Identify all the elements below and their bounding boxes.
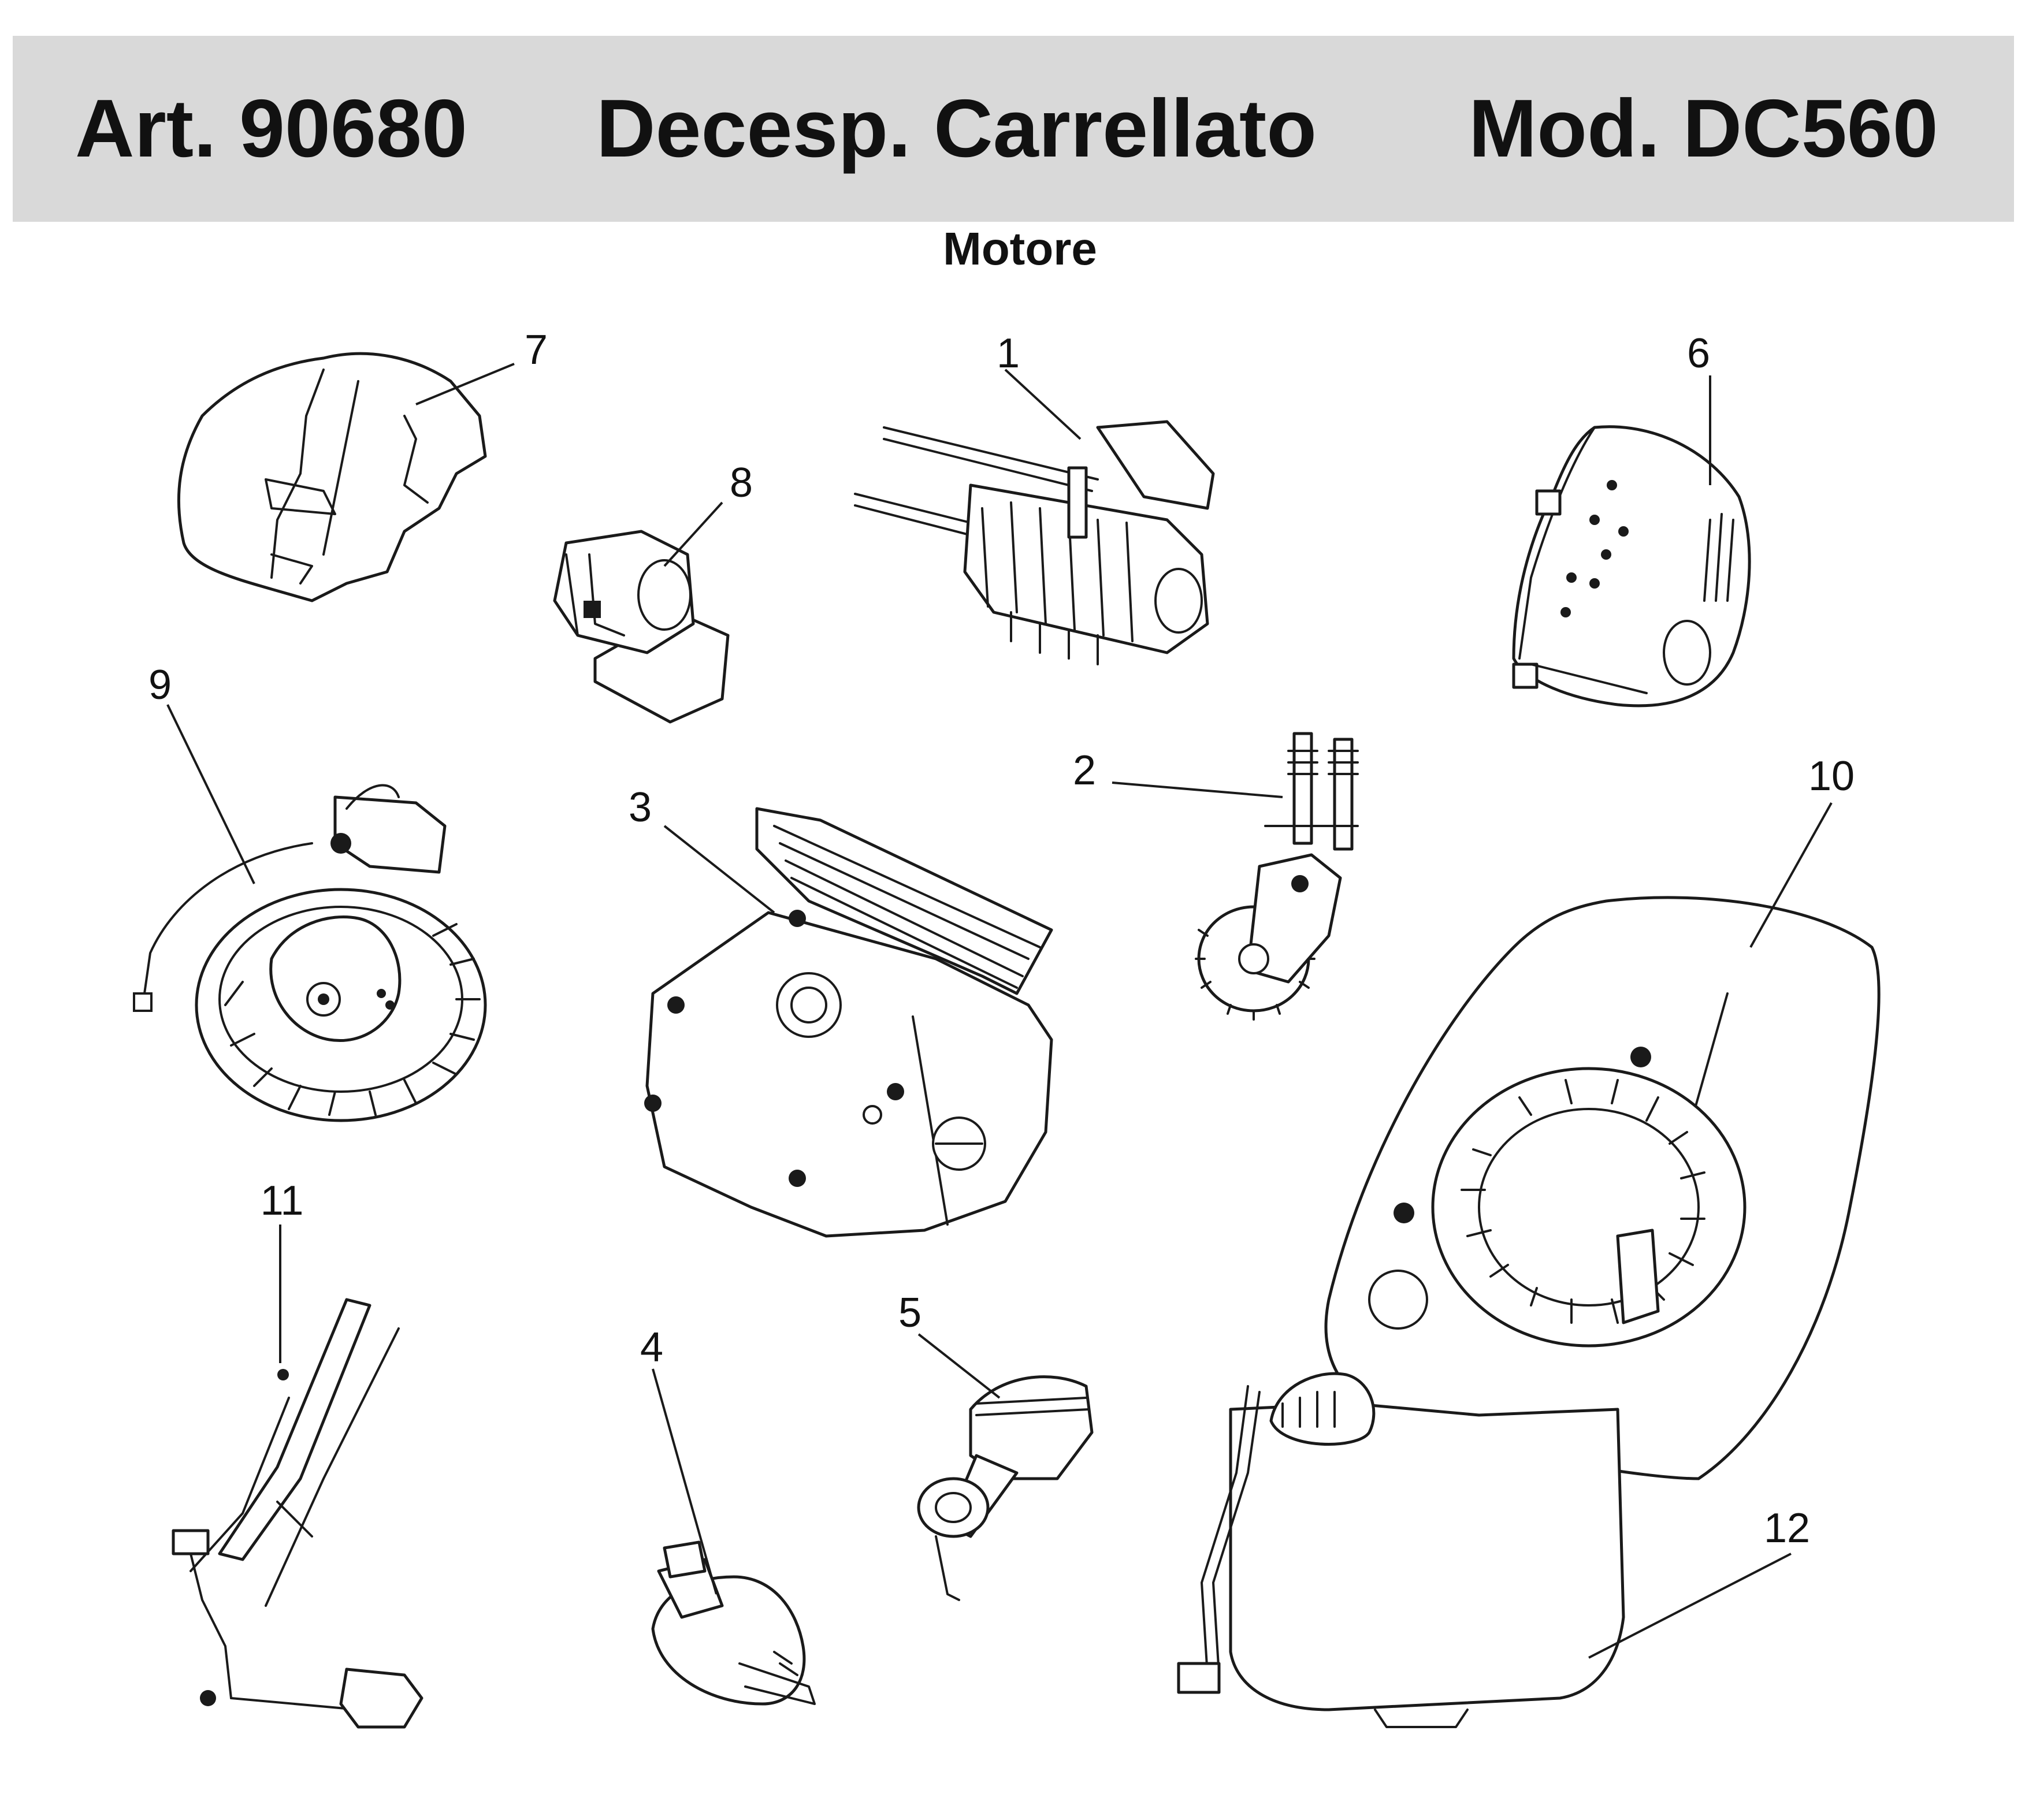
part-number-1: 1 xyxy=(997,330,1020,377)
part-number-4: 4 xyxy=(640,1324,663,1371)
part-number-6: 6 xyxy=(1687,330,1710,377)
part-number-5: 5 xyxy=(898,1290,921,1336)
recoil-starter-cover-icon xyxy=(1324,896,1881,1480)
crankshaft-icon xyxy=(651,1540,816,1706)
leader-lines xyxy=(166,363,1833,1659)
carburetor-icon xyxy=(553,530,730,724)
camshaft-valve-train-icon xyxy=(1195,732,1359,1021)
part-number-12: 12 xyxy=(1764,1505,1810,1551)
part-number-9: 9 xyxy=(148,662,172,708)
muffler-icon xyxy=(1512,425,1751,708)
flywheel-ignition-icon xyxy=(133,784,487,1122)
piston-connecting-rod-icon xyxy=(917,1375,1094,1601)
section-title: Motore xyxy=(943,223,1097,274)
product-description: Decesp. Carrellato xyxy=(596,83,1317,174)
part-number-10: 10 xyxy=(1808,753,1855,799)
part-number-11: 11 xyxy=(261,1178,304,1224)
fan-shroud-icon xyxy=(177,352,487,602)
crankcase-icon xyxy=(644,807,1053,1238)
throttle-governor-linkage-icon xyxy=(172,1298,423,1729)
part-numbers: 7 1 6 8 9 3 2 10 11 4 5 12 xyxy=(148,327,1855,1551)
part-number-7: 7 xyxy=(525,327,548,373)
model-number: Mod. DC560 xyxy=(1469,83,1938,174)
part-number-8: 8 xyxy=(730,460,753,506)
article-number: Art. 90680 xyxy=(75,83,467,174)
part-number-3: 3 xyxy=(629,784,652,831)
cylinder-block-icon xyxy=(854,420,1215,665)
part-number-2: 2 xyxy=(1073,747,1096,794)
header-band: Art. 90680 Decesp. Carrellato Mod. DC560 xyxy=(13,36,2014,222)
fuel-tank-icon xyxy=(1177,1372,1625,1728)
